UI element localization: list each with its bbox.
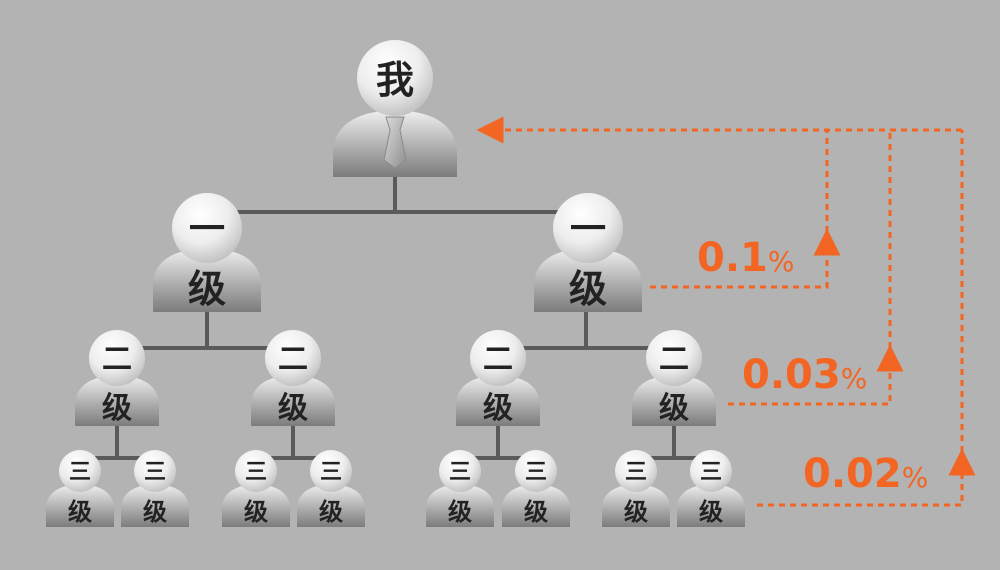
level3-top-label: 三	[700, 460, 722, 485]
level2-body-label: 级	[659, 391, 689, 426]
root-head	[357, 40, 433, 116]
rate-level1: 0.1%	[697, 235, 794, 281]
level3-top-label: 三	[525, 460, 547, 485]
level3-body-label: 级	[524, 498, 548, 526]
level3-top-label: 三	[245, 460, 267, 485]
level3-person: 三 级	[222, 450, 290, 527]
level3-top-label: 三	[69, 460, 91, 485]
level2-top-label: 二	[278, 342, 308, 377]
level3-body-label: 级	[699, 498, 723, 526]
tie-icon	[383, 116, 407, 169]
level3-person: 三 级	[502, 450, 570, 527]
level3-person: 三 级	[602, 450, 670, 527]
rate-level2-unit: %	[841, 362, 868, 395]
level2-top-label: 二	[102, 342, 132, 377]
level1-body-label: 级	[188, 267, 226, 311]
rate-level3-value: 0.02	[803, 451, 902, 497]
root-person: 我	[333, 40, 457, 177]
level1-top-label: 一	[189, 209, 225, 250]
flow-level2	[728, 344, 904, 406]
level2-body-label: 级	[278, 391, 308, 426]
level3-top-label: 三	[449, 460, 471, 485]
level3-person: 三 级	[677, 450, 745, 527]
level3-top-label: 三	[144, 460, 166, 485]
level3-body-label: 级	[244, 498, 268, 526]
level3-person: 三 级	[121, 450, 189, 527]
level3-person: 三 级	[297, 450, 365, 527]
level1-person: 一 级	[534, 193, 642, 312]
level2-person: 二 级	[456, 330, 540, 426]
level2-top-label: 二	[483, 342, 513, 377]
level3-body-label: 级	[624, 498, 648, 526]
level2-body-label: 级	[483, 391, 513, 426]
level3-person: 三 级	[426, 450, 494, 527]
level3-body-label: 级	[448, 498, 472, 526]
flow-level3	[757, 448, 976, 507]
rate-level3-unit: %	[902, 461, 929, 494]
flow-level1	[650, 228, 841, 289]
rate-level1-unit: %	[768, 245, 795, 278]
rate-level3: 0.02%	[803, 451, 928, 497]
level3-body-label: 级	[319, 498, 343, 526]
commission-flow-lines	[476, 116, 976, 507]
level2-person: 二 级	[251, 330, 335, 426]
level3-person: 三 级	[46, 450, 114, 527]
level3-body-label: 级	[143, 498, 167, 526]
rate-level2-value: 0.03	[742, 352, 841, 398]
level1-body-label: 级	[569, 267, 607, 311]
level3-top-label: 三	[625, 460, 647, 485]
rate-level1-value: 0.1	[697, 235, 768, 281]
level3-top-label: 三	[320, 460, 342, 485]
level2-person: 二 级	[632, 330, 716, 426]
level2-body-label: 级	[102, 391, 132, 426]
level2-top-label: 二	[659, 342, 689, 377]
root-label: 我	[376, 58, 414, 102]
rate-level2: 0.03%	[742, 352, 867, 398]
level2-person: 二 级	[75, 330, 159, 426]
level1-person: 一 级	[153, 193, 261, 312]
level3-body-label: 级	[68, 498, 92, 526]
level1-top-label: 一	[570, 209, 606, 250]
